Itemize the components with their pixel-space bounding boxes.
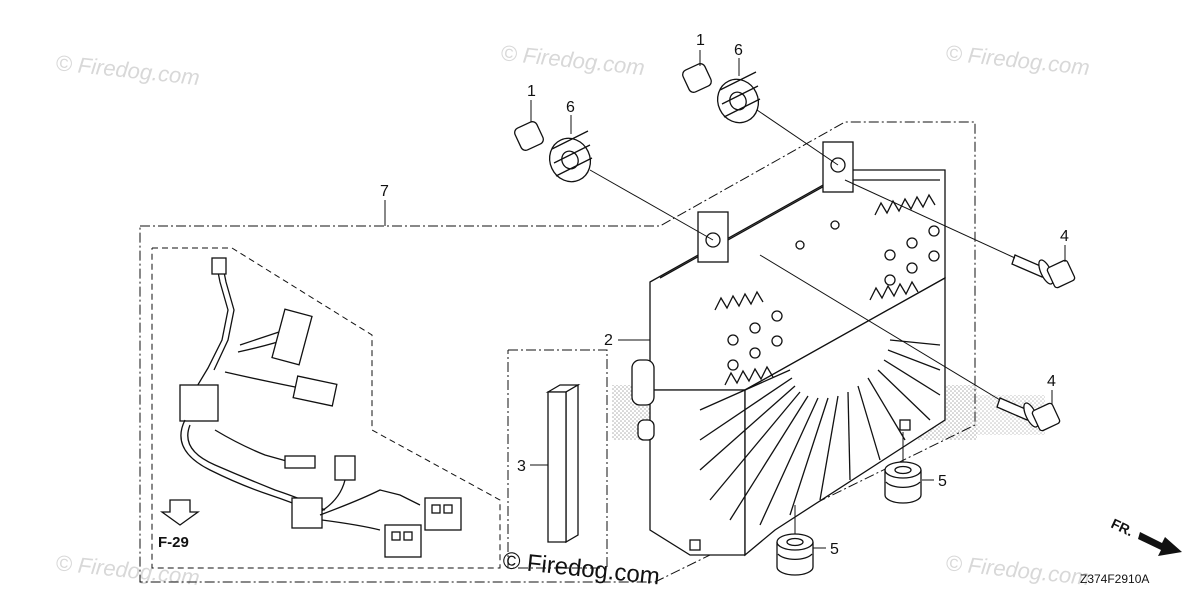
callout-1-top-right: 1 <box>696 32 705 49</box>
assembly-7-outline <box>139 121 976 583</box>
callout-1-left: 1 <box>527 83 536 100</box>
grommet-bottom <box>776 533 814 576</box>
bolt-upper <box>1011 254 1076 289</box>
callout-6-top-right: 6 <box>734 42 743 59</box>
callout-5-right: 5 <box>938 473 947 490</box>
bolt-lower <box>996 397 1061 432</box>
callout-3: 3 <box>517 458 526 475</box>
wire-harness <box>179 257 462 558</box>
grommet-right <box>884 461 922 504</box>
callout-6-left: 6 <box>566 99 575 116</box>
watermark-top-center: © Firedog.com <box>499 40 645 80</box>
drawing-code: Z374F2910A <box>1080 572 1149 586</box>
callouts: 1 6 1 6 7 2 3 4 4 5 5 <box>380 32 1069 558</box>
reference-arrow: F-29 <box>158 499 201 551</box>
leader-lines <box>384 50 1066 549</box>
reference-label: F-29 <box>158 534 189 551</box>
part-3-bar <box>545 383 581 544</box>
front-label: FR. <box>1109 515 1136 539</box>
watermark-bottom-right: © Firedog.com <box>944 550 1090 590</box>
watermark-top-left: © Firedog.com <box>54 50 200 90</box>
down-arrow-icon <box>159 499 201 526</box>
inverter-unit <box>631 141 946 557</box>
harness-box <box>151 247 501 569</box>
bushing-set-right <box>682 63 761 124</box>
front-direction: FR. <box>1109 515 1182 556</box>
watermark-top-right: © Firedog.com <box>944 40 1090 80</box>
callout-5-bottom: 5 <box>830 541 839 558</box>
watermark-bottom-left: © Firedog.com <box>54 550 200 590</box>
callout-4-lower: 4 <box>1047 373 1056 390</box>
watermark-bottom-center: © Firedog.com <box>501 547 661 590</box>
callout-2: 2 <box>604 332 613 349</box>
front-arrow-icon <box>1138 532 1182 556</box>
bushing-set-left <box>514 121 593 183</box>
callout-4-upper: 4 <box>1060 228 1069 245</box>
callout-7: 7 <box>380 183 389 200</box>
